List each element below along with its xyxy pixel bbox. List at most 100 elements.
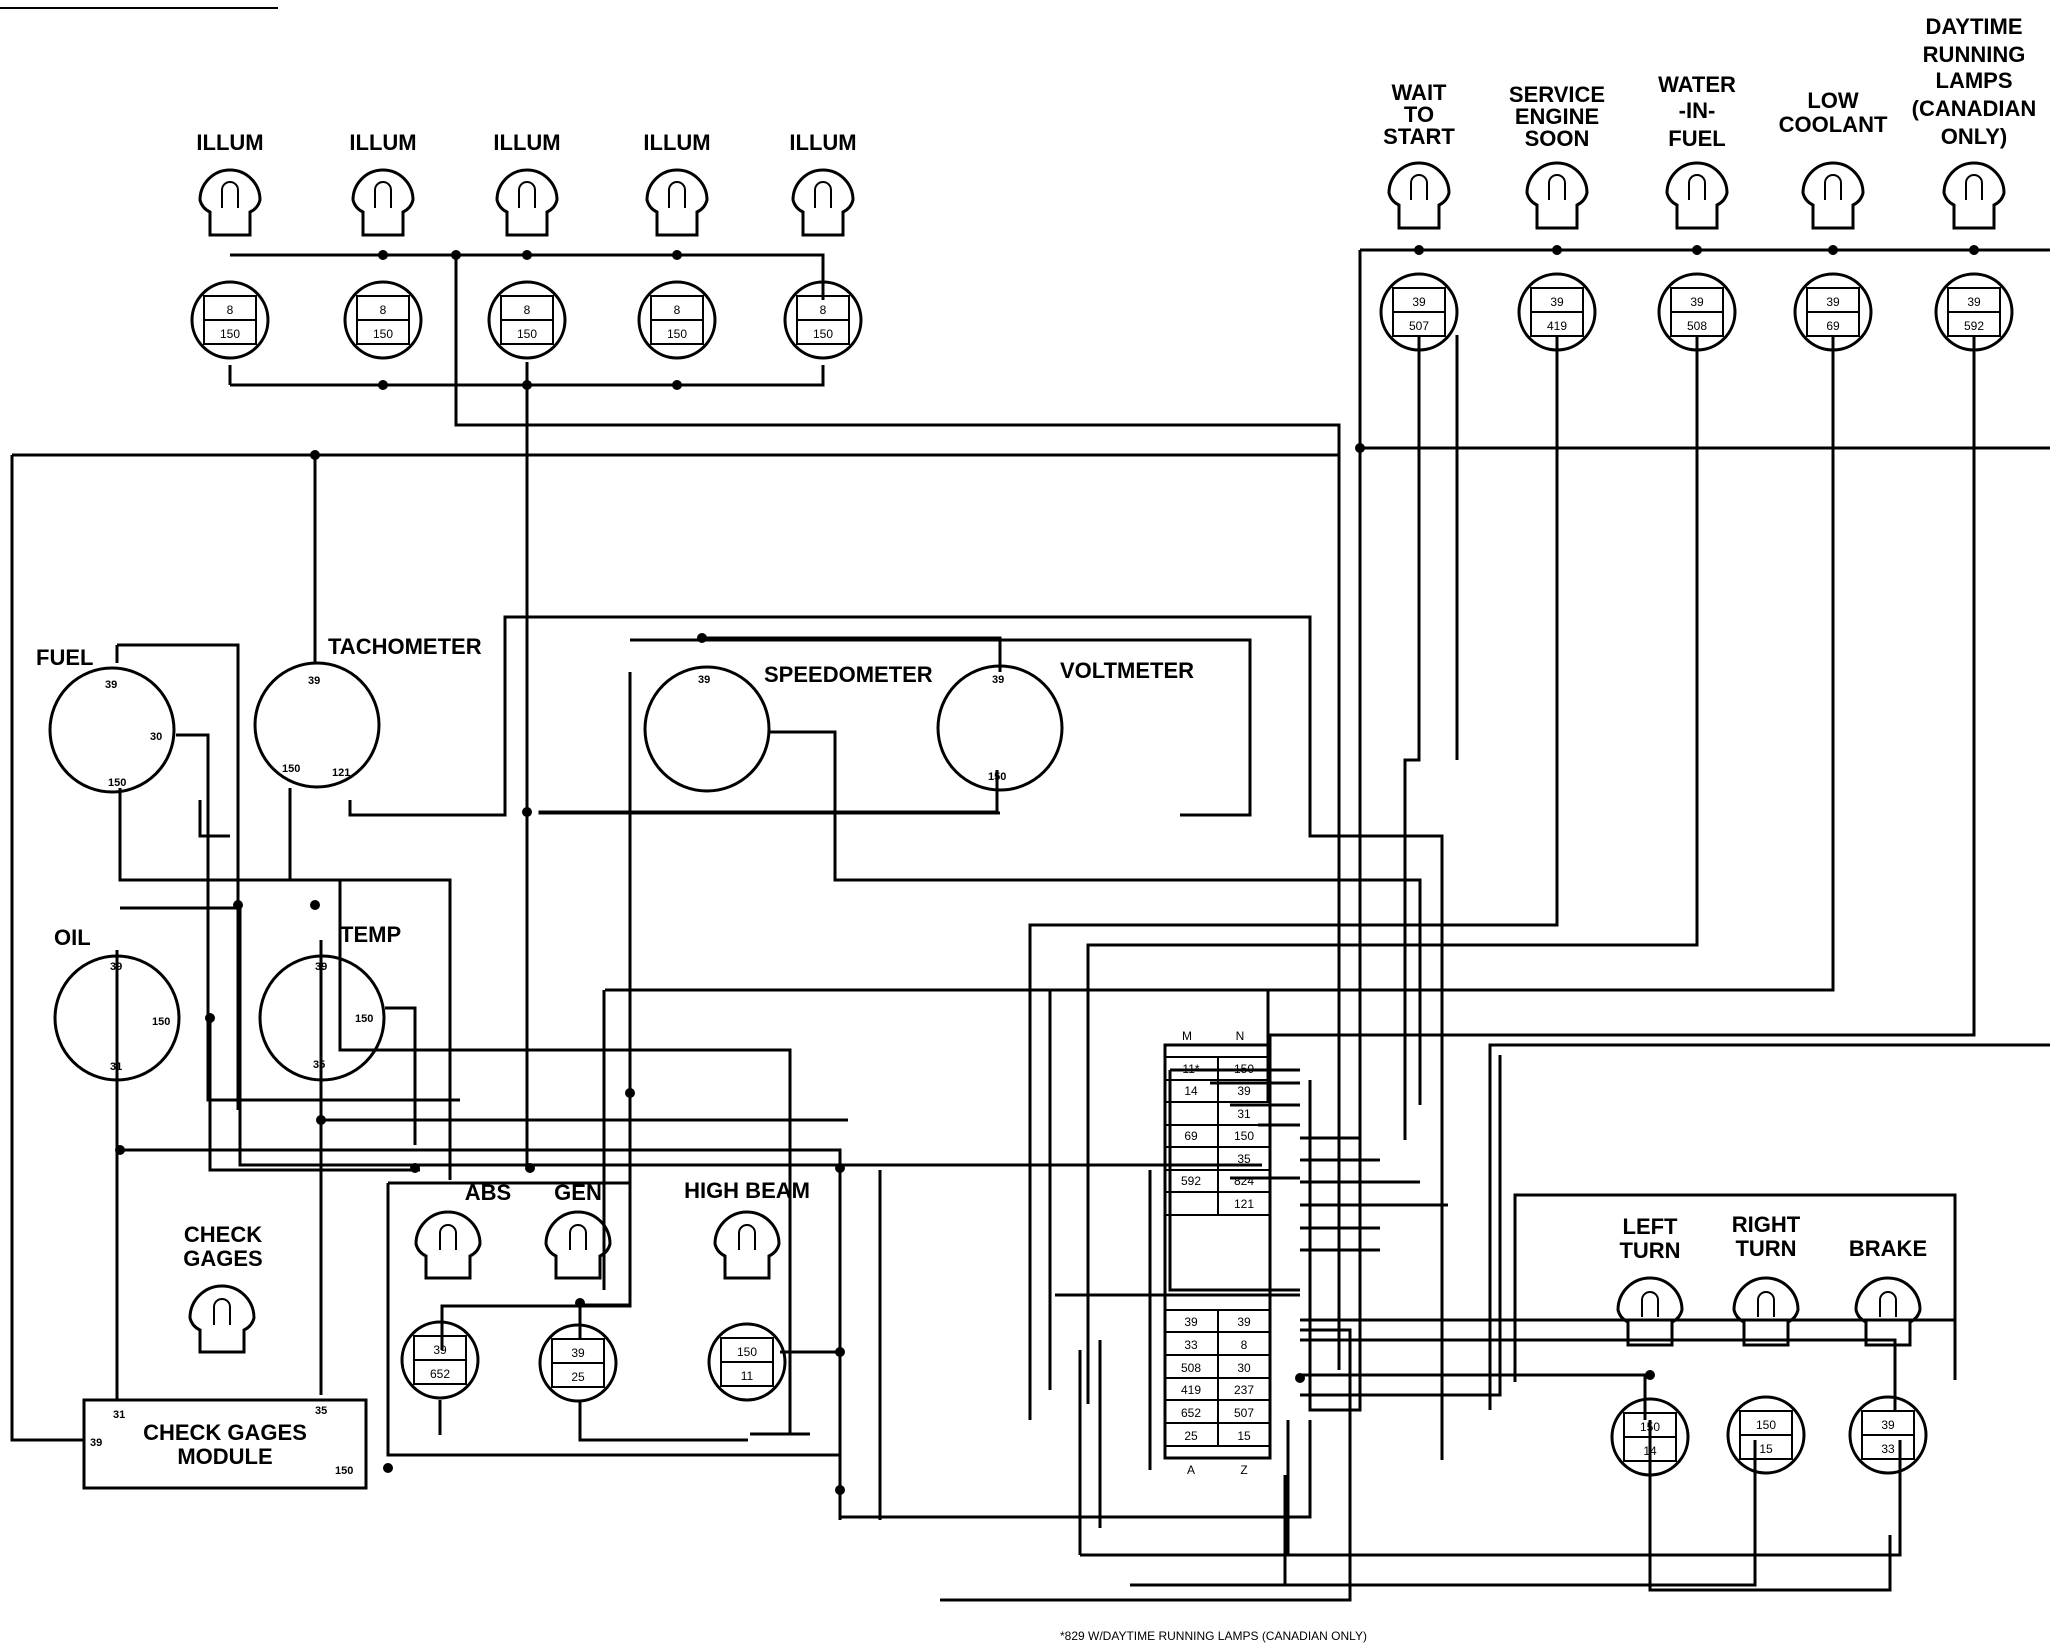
svg-text:WAIT: WAIT (1392, 80, 1448, 105)
svg-text:39: 39 (90, 1437, 102, 1449)
svg-text:39: 39 (433, 1343, 447, 1357)
svg-text:31: 31 (110, 1061, 122, 1073)
svg-text:69: 69 (1184, 1129, 1198, 1143)
svg-text:39: 39 (1826, 295, 1840, 309)
svg-text:8: 8 (820, 303, 827, 317)
svg-text:419: 419 (1547, 319, 1567, 333)
svg-text:31: 31 (1237, 1107, 1251, 1121)
svg-text:14: 14 (1643, 1444, 1657, 1458)
connector-lower-rows: 39 39 33 8 508 30 419 237 652 507 25 15 (1164, 1309, 1271, 1447)
svg-text:TO: TO (1404, 102, 1434, 127)
svg-text:CHECK: CHECK (184, 1222, 262, 1247)
svg-text:11: 11 (741, 1369, 754, 1383)
svg-text:35: 35 (313, 1059, 325, 1071)
svg-text:652: 652 (430, 1367, 450, 1381)
svg-text:GAGES: GAGES (183, 1246, 262, 1271)
illum-label: ILLUM (789, 130, 856, 155)
svg-text:35: 35 (1237, 1152, 1251, 1166)
svg-text:39: 39 (1550, 295, 1564, 309)
svg-text:33: 33 (1881, 1442, 1895, 1456)
svg-text:150: 150 (282, 763, 300, 775)
svg-text:14: 14 (1184, 1084, 1198, 1098)
svg-text:69: 69 (1826, 319, 1840, 333)
svg-text:39: 39 (1967, 295, 1981, 309)
svg-text:33: 33 (1184, 1338, 1198, 1352)
oil-gauge: OIL 39 150 31 (53, 925, 181, 1082)
brake-lamp: BRAKE 39 33 (1848, 1236, 1928, 1475)
svg-text:SPEEDOMETER: SPEEDOMETER (764, 662, 933, 687)
temp-gauge: TEMP 39 150 35 (258, 922, 401, 1082)
svg-text:150: 150 (220, 327, 240, 341)
service-engine-soon-lamp: SERVICE ENGINE SOON 39 419 (1509, 82, 1605, 352)
svg-text:TURN: TURN (1619, 1238, 1680, 1263)
svg-text:39: 39 (1881, 1418, 1895, 1432)
daytime-running-lamps-lamp: DAYTIME RUNNING LAMPS (CANADIAN ONLY) 39… (1912, 14, 2036, 352)
svg-text:ONLY): ONLY) (1941, 124, 2007, 149)
svg-text:150: 150 (1234, 1062, 1254, 1076)
svg-text:11*: 11* (1182, 1062, 1199, 1076)
svg-text:HIGH BEAM: HIGH BEAM (684, 1178, 810, 1203)
instrument-connector: M N 11* 150 14 39 31 69 150 35 592 824 1 (1163, 1029, 1272, 1477)
svg-text:8: 8 (674, 303, 681, 317)
svg-text:39: 39 (992, 674, 1004, 686)
turn-harness (1515, 1193, 1957, 1380)
svg-text:39: 39 (698, 674, 710, 686)
svg-text:150: 150 (667, 327, 687, 341)
svg-text:WATER: WATER (1658, 72, 1736, 97)
svg-text:150: 150 (1756, 1418, 1776, 1432)
svg-text:-IN-: -IN- (1679, 98, 1716, 123)
illum-label: ILLUM (349, 130, 416, 155)
svg-text:30: 30 (1237, 1361, 1251, 1375)
wait-to-start-lamp: WAIT TO START 39 507 (1379, 80, 1459, 352)
illum-label: ILLUM (196, 130, 263, 155)
svg-text:LOW: LOW (1807, 88, 1859, 113)
svg-text:31: 31 (113, 1409, 125, 1421)
svg-text:150: 150 (1234, 1129, 1254, 1143)
svg-text:DAYTIME: DAYTIME (1926, 14, 2023, 39)
svg-text:RUNNING: RUNNING (1923, 42, 2026, 67)
svg-text:FUEL: FUEL (1668, 126, 1725, 151)
svg-text:39: 39 (105, 679, 117, 691)
fuel-gauge: FUEL 39 30 150 (36, 645, 176, 794)
svg-text:824: 824 (1234, 1174, 1254, 1188)
svg-text:39: 39 (1184, 1315, 1198, 1329)
illum-label: ILLUM (643, 130, 710, 155)
high-beam-lamp: HIGH BEAM 150 11 (684, 1178, 810, 1402)
svg-text:8: 8 (524, 303, 531, 317)
svg-text:507: 507 (1409, 319, 1429, 333)
voltmeter-gauge: VOLTMETER 39 150 (936, 658, 1194, 792)
svg-text:39: 39 (110, 961, 122, 973)
svg-text:M: M (1182, 1029, 1192, 1043)
svg-text:592: 592 (1964, 319, 1984, 333)
illum-lamp: ILLUM 8 150 (783, 130, 863, 360)
svg-text:FUEL: FUEL (36, 645, 93, 670)
speedometer-gauge: SPEEDOMETER 39 (643, 662, 933, 793)
svg-text:508: 508 (1687, 319, 1707, 333)
svg-text:150: 150 (373, 327, 393, 341)
svg-text:VOLTMETER: VOLTMETER (1060, 658, 1194, 683)
junction-dots (115, 245, 1979, 1495)
svg-text:LEFT: LEFT (1623, 1214, 1679, 1239)
illum-lamp: ILLUM 8 150 (343, 130, 423, 360)
svg-text:OIL: OIL (54, 925, 91, 950)
svg-text:ABS: ABS (465, 1180, 511, 1205)
svg-text:TURN: TURN (1735, 1236, 1796, 1261)
gen-lamp: GEN 39 25 (538, 1180, 618, 1403)
svg-text:39: 39 (1237, 1315, 1251, 1329)
svg-text:8: 8 (380, 303, 387, 317)
svg-text:35: 35 (315, 1405, 327, 1417)
svg-text:25: 25 (1184, 1429, 1198, 1443)
svg-text:150: 150 (152, 1016, 170, 1028)
svg-text:150: 150 (1640, 1420, 1660, 1434)
svg-text:419: 419 (1181, 1383, 1201, 1397)
svg-text:150: 150 (988, 771, 1006, 783)
svg-text:SOON: SOON (1525, 126, 1590, 151)
svg-text:8: 8 (1241, 1338, 1248, 1352)
svg-text:8: 8 (227, 303, 234, 317)
check-gages-lamp: CHECK GAGES (183, 1222, 263, 1354)
illum-label: ILLUM (493, 130, 560, 155)
wiring (10, 248, 2050, 1602)
illum-lamp: ILLUM 8 150 (190, 130, 270, 360)
svg-text:GEN: GEN (554, 1180, 602, 1205)
